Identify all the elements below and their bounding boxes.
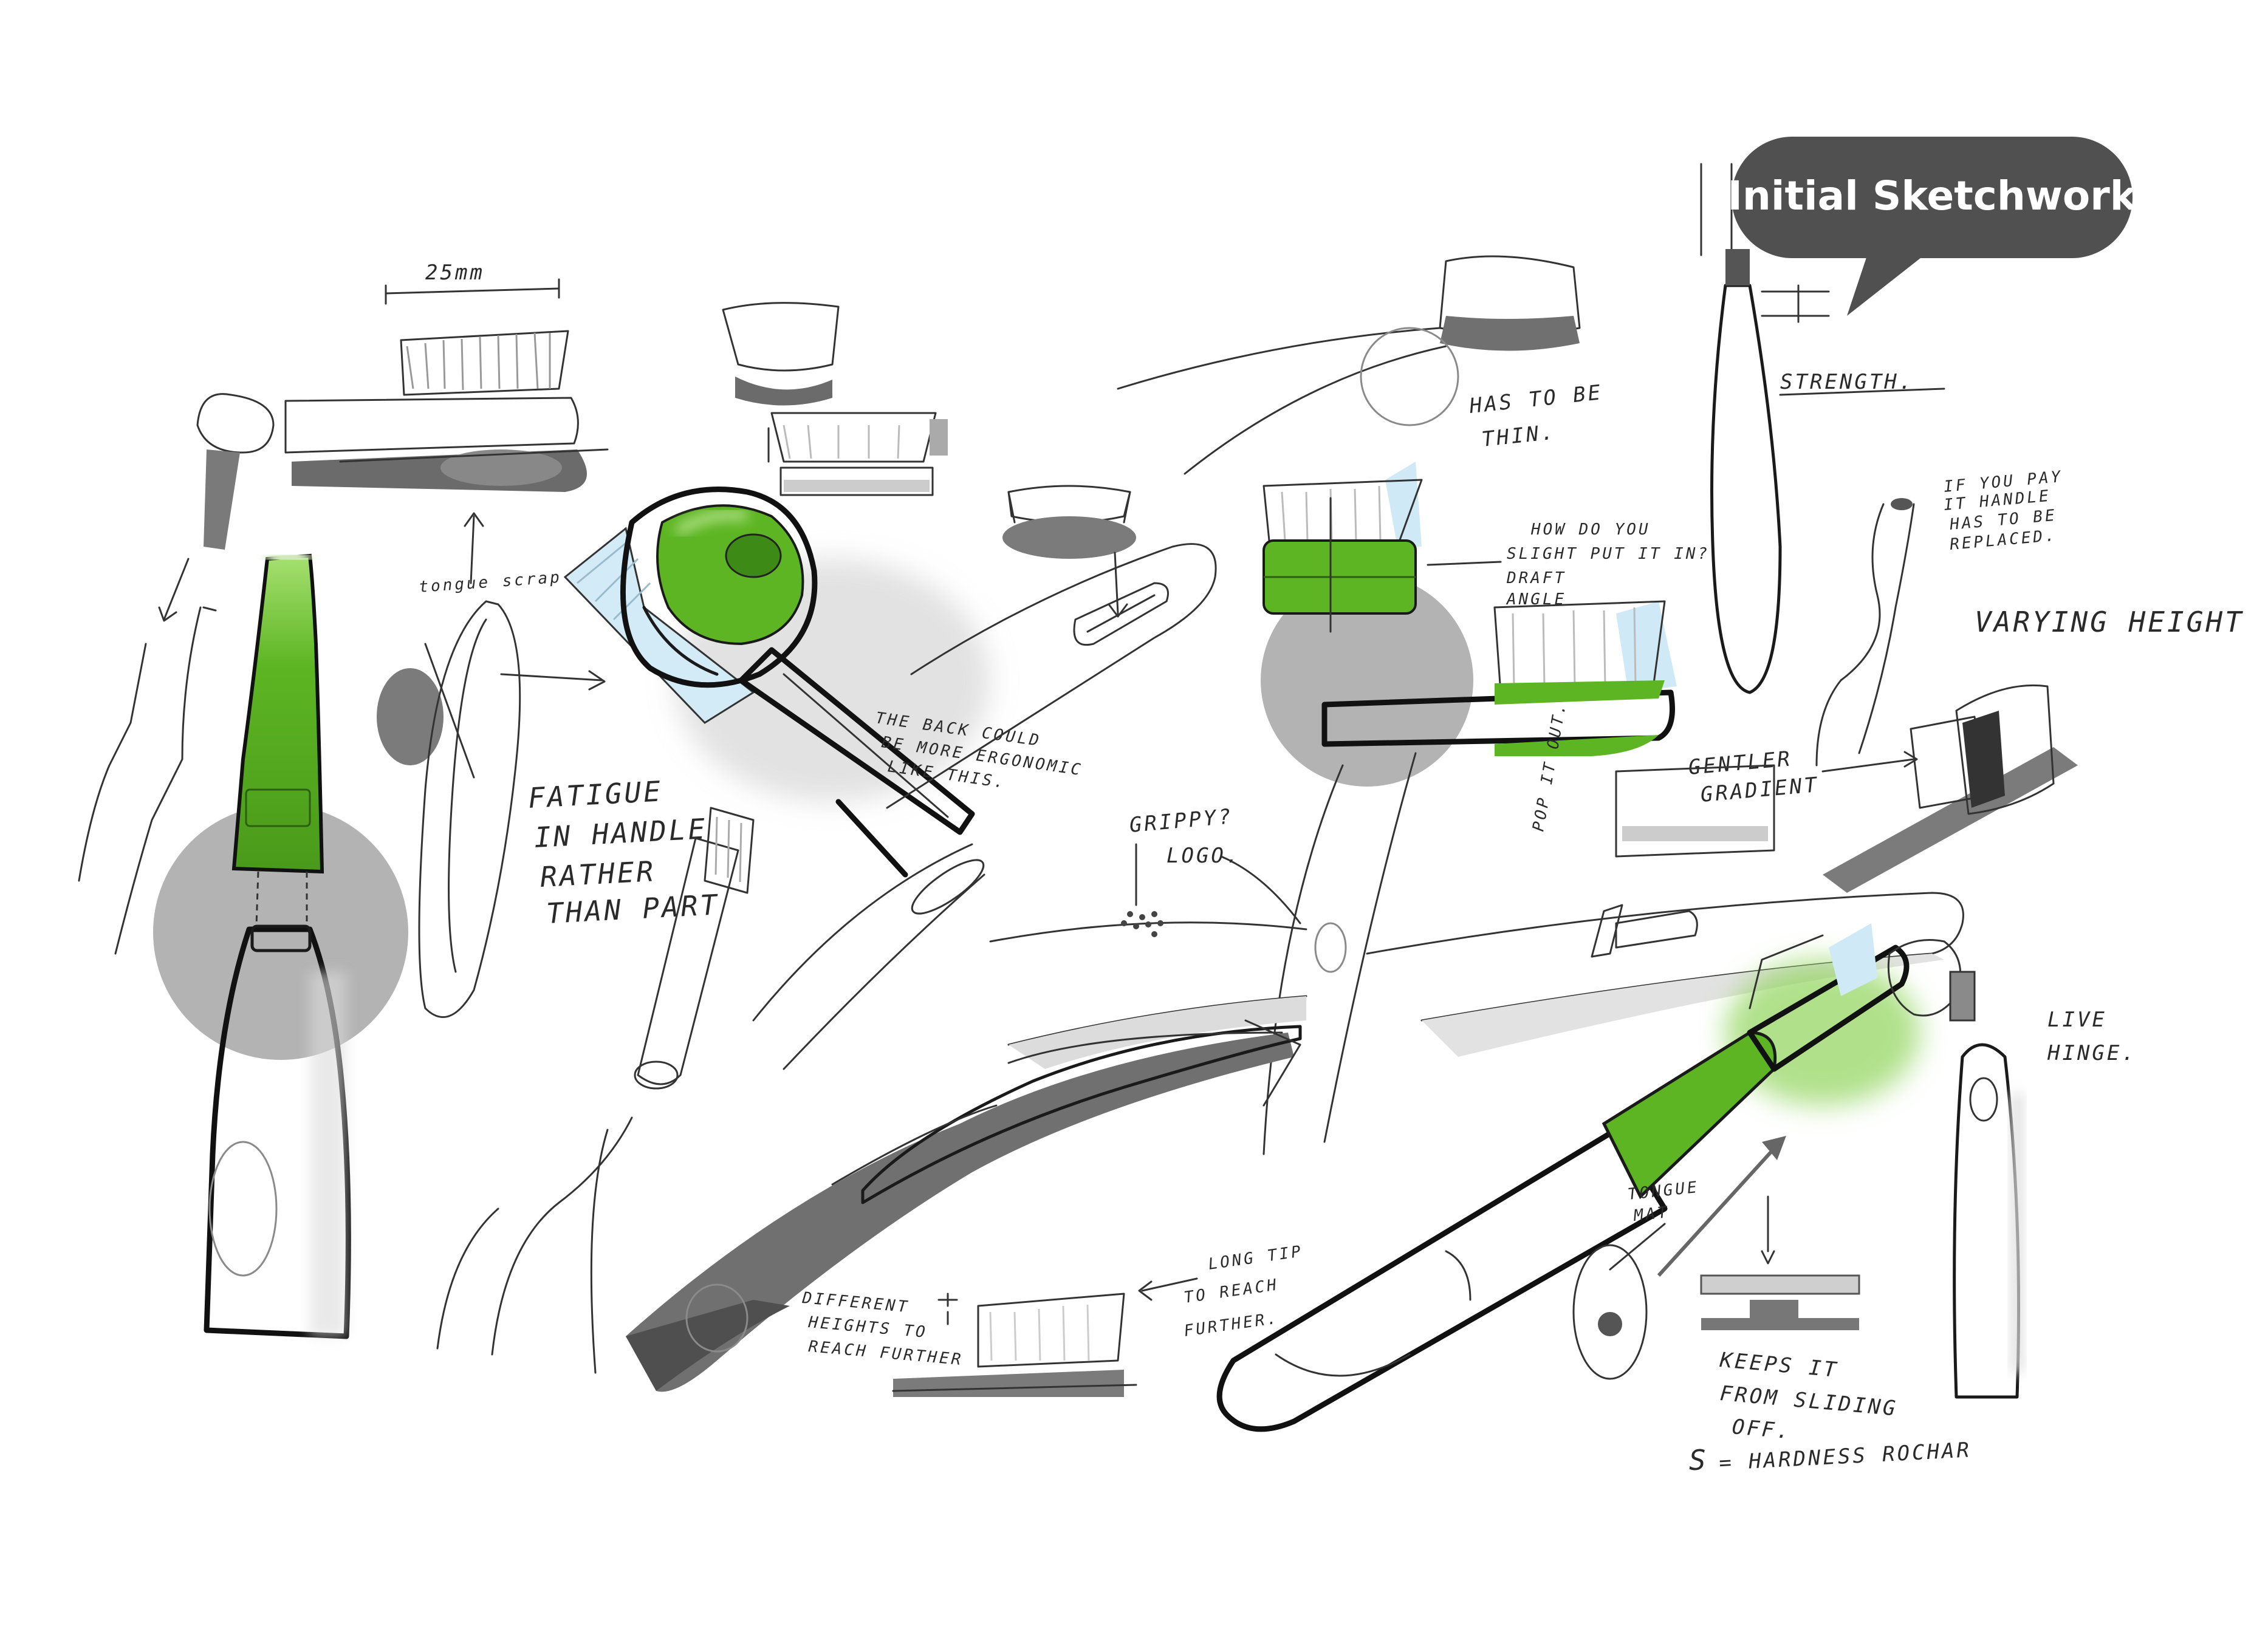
tall-handle-right: STRENGTH. xyxy=(1700,163,1945,694)
green-underside xyxy=(1495,680,1665,705)
sketch-annotation: VARYING HEIGHT xyxy=(1975,606,2244,638)
speech-bubble-body xyxy=(1732,137,2133,258)
cap-sketch-left xyxy=(78,544,408,1339)
fatigue-note: FATIGUE IN HANDLE RATHER THAN PART xyxy=(527,774,721,930)
brush-arm xyxy=(738,647,975,835)
slot-handle-sketch xyxy=(886,485,1217,809)
sketch-annotation: SLIGHT PUT IT IN? xyxy=(1507,545,1710,563)
speech-bubble: Initial Sketchwork xyxy=(1727,137,2138,316)
sketch-annotation: LIVE xyxy=(2047,1008,2107,1032)
sketch-annotation: LOGO. xyxy=(1167,844,1241,868)
main-toothbrush-concept: LIVE HINGE. xyxy=(1216,923,2137,1432)
different-heights-brush: DIFFERENT HEIGHTS TO REACH FURTHER LONG … xyxy=(801,1242,1304,1397)
sketch-annotation: FATIGUE xyxy=(527,774,663,815)
sketch-annotation: FURTHER. xyxy=(1183,1309,1280,1341)
sketch-annotation: HOW DO YOU xyxy=(1530,521,1651,539)
speech-bubble-title: Initial Sketchwork xyxy=(1727,172,2137,219)
sketch-annotation: THIN. xyxy=(1481,420,1557,452)
sketch-annotation: HAS TO BE xyxy=(1468,380,1604,418)
sketch-annotation: GRIPPY? xyxy=(1128,804,1234,838)
sketch-annotation: LONG TIP xyxy=(1207,1242,1304,1274)
tongue-scraper-pad xyxy=(196,393,275,454)
sketch-annotation: POP IT OUT. xyxy=(1529,700,1570,833)
sketch-annotation: = HARDNESS ROCHAR xyxy=(1718,1438,1972,1475)
sketch-annotation: OFF. xyxy=(1731,1415,1792,1444)
tongue-scraper-sketch: tongue scrap xyxy=(377,569,606,1019)
green-brush-head: THE BACK COULD BE MORE ERGONOMIC LIKE TH… xyxy=(563,487,1084,878)
brush-head-housing xyxy=(620,487,818,688)
dimension-label: 25mm xyxy=(425,261,485,285)
sketch-annotation: HINGE. xyxy=(2047,1041,2137,1065)
sketch-annotation: S xyxy=(1689,1444,1708,1477)
main-handle-green-band xyxy=(1602,1031,1777,1200)
sketch-annotation: HEIGHTS TO xyxy=(807,1313,928,1342)
sketch-annotation: MAT xyxy=(1632,1203,1671,1225)
sketch-annotation: GRADIENT xyxy=(1699,773,1820,807)
grippy-handle-sketch: GRIPPY? LOGO. xyxy=(752,804,1307,1070)
dark-grey-handle xyxy=(626,1019,1302,1392)
tongue-mat-detail: TONGUE MAT KEEPS IT FROM SLIDING OFF. S … xyxy=(1572,1136,1972,1477)
brush-head-top: 25mm xyxy=(158,261,609,622)
replaceable-head-sketch: IF YOU PAY IT HANDLE HAS TO BE REPLACED.… xyxy=(1615,468,2244,893)
sketch-annotation: REACH FURTHER xyxy=(807,1337,964,1369)
sketch-annotation: GENTLER xyxy=(1687,746,1793,780)
green-cap xyxy=(231,553,324,874)
grey-highlight-circle-right xyxy=(1261,574,1473,787)
tongue-scraper-label: tongue scrap xyxy=(418,569,562,596)
speech-bubble-tail xyxy=(1847,243,1932,316)
sketch-annotation: DIFFERENT xyxy=(801,1289,910,1316)
sketch-annotation: RATHER xyxy=(540,855,657,893)
main-handle xyxy=(1216,1127,1668,1432)
small-brush-sketch xyxy=(436,807,755,1374)
sketch-annotation: DRAFT xyxy=(1506,569,1566,587)
sketch-annotation: TO REACH xyxy=(1183,1276,1280,1307)
sketch-annotation: FROM SLIDING xyxy=(1719,1381,1899,1421)
sketch-annotation: THAN PART xyxy=(546,888,721,930)
cup-sketches xyxy=(722,302,948,496)
sketch-annotation: IN HANDLE xyxy=(533,812,708,854)
sketch-annotation: KEEPS IT xyxy=(1718,1348,1840,1382)
upper-brush-handle: HAS TO BE THIN. xyxy=(1117,255,1604,475)
